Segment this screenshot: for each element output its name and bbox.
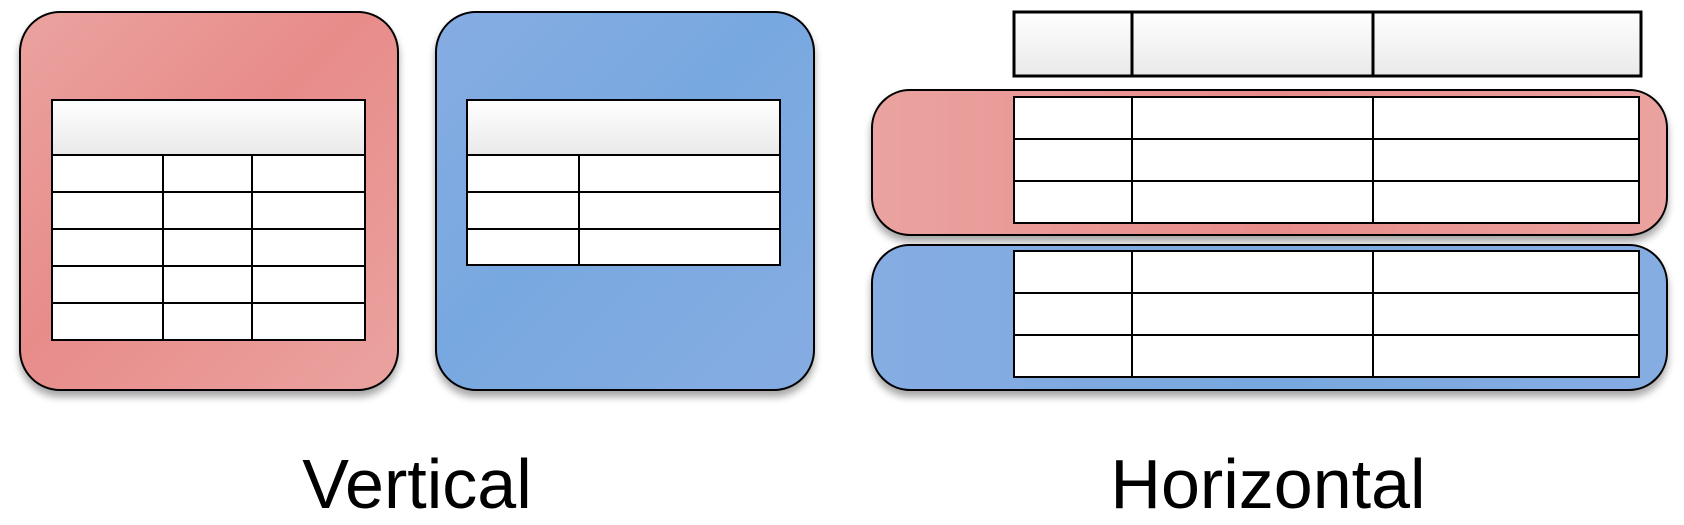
vertical-partition-b-table — [466, 99, 781, 266]
horizontal-header-row — [1012, 10, 1643, 78]
table-header — [466, 99, 781, 156]
table-body — [51, 154, 366, 341]
table-header — [51, 99, 366, 156]
header-row-box — [1012, 10, 1643, 78]
horizontal-partition-b-table — [1013, 250, 1640, 378]
horizontal-caption: Horizontal — [1110, 445, 1425, 523]
horizontal-partition-b — [871, 244, 1668, 391]
vertical-partition-a — [19, 11, 399, 391]
table-body — [1013, 96, 1640, 224]
vertical-partition-b — [435, 11, 815, 391]
vertical-caption: Vertical — [302, 445, 532, 523]
horizontal-partition-a — [871, 89, 1668, 236]
horizontal-partition-a-table — [1013, 96, 1640, 224]
table-body — [466, 154, 781, 266]
vertical-partition-a-table — [51, 99, 366, 341]
table-body — [1013, 250, 1640, 378]
